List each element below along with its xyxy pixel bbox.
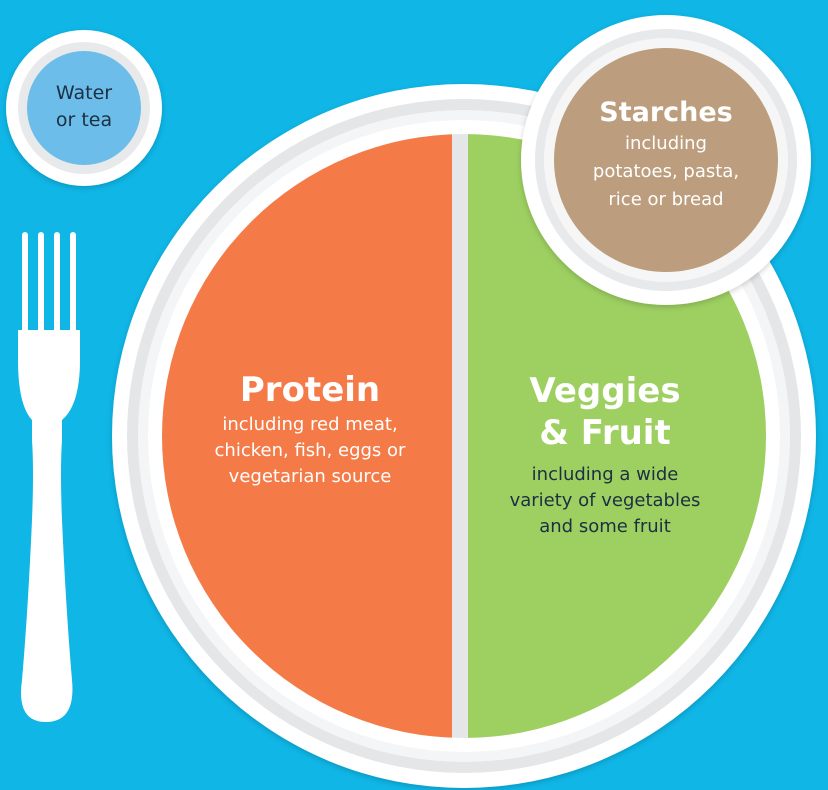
- starches-desc-2: potatoes, pasta,: [592, 161, 740, 182]
- veggies-title-2: & Fruit: [539, 413, 671, 453]
- fork-icon: [18, 232, 80, 722]
- protein-title: Protein: [239, 370, 381, 410]
- water-line-2: or tea: [55, 109, 113, 131]
- veggies-desc-3: and some fruit: [539, 516, 671, 537]
- starches-desc-3: rice or bread: [608, 189, 724, 210]
- starches-desc-1: including: [625, 133, 707, 154]
- starches-title: Starches: [599, 97, 733, 128]
- water-line-1: Water: [55, 82, 113, 104]
- veggies-desc-2: variety of vegetables: [509, 490, 701, 511]
- protein-desc-2: chicken, fish, eggs or: [214, 440, 406, 461]
- water-glass: [6, 30, 162, 186]
- veggies-label: Veggies & Fruit including a wide variety…: [480, 370, 730, 540]
- plate-divider: [452, 134, 468, 738]
- starches-label: Starches including potatoes, pasta, rice…: [566, 96, 766, 214]
- veggies-desc-1: including a wide: [531, 464, 679, 485]
- starches-side-plate: [521, 15, 811, 305]
- protein-label: Protein including red meat, chicken, fis…: [175, 368, 445, 490]
- water-label: Water or tea: [28, 80, 140, 134]
- protein-desc-3: vegetarian source: [228, 466, 392, 487]
- veggies-title-1: Veggies: [529, 371, 681, 411]
- protein-desc-1: including red meat,: [222, 414, 398, 435]
